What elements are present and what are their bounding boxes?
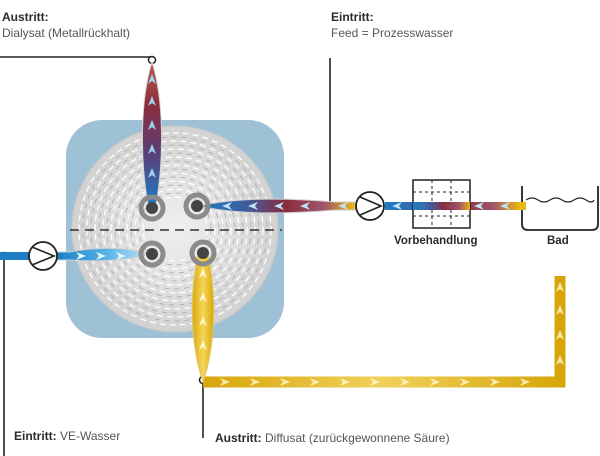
feed-inlet-text: Feed = Prozesswasser [331,26,454,40]
dialysis-module [66,120,284,338]
pretreatment-unit-icon [412,179,471,229]
ve-inlet-text: VE-Wasser [60,429,121,443]
diffusat-outlet-tube [191,254,215,384]
port-top-right [183,192,211,220]
membrane-rings-dark [82,136,268,322]
bath-tank-icon [521,186,599,231]
feed-inlet-label: Eintritt: Feed = Prozesswasser [331,9,453,41]
diffusat-outlet-label: Austritt: Diffusat (zurückgewonnene Säur… [215,430,450,446]
port-bottom-left [138,240,166,268]
bath-feed-stub [520,202,526,210]
dialysat-outlet-tube [141,60,163,206]
ve-inlet-title: Eintritt: [14,429,57,443]
diffusat-return-path [203,276,566,388]
bath-label: Bad [547,235,569,247]
port-top-left [138,194,166,222]
pretreatment-label: Vorbehandlung [394,235,478,247]
diffusat-outlet-title: Austritt: [215,431,262,445]
diffusat-outlet-text: Diffusat (zurückgewonnene Säure) [265,431,450,445]
dialysat-outlet-title: Austritt: [2,10,49,24]
membrane-coil [71,125,279,333]
ve-pump-icon [28,241,58,271]
membrane-rings [78,132,272,326]
module-ports [138,192,217,268]
port-bottom-right [189,239,217,267]
acid-return-arrows [220,282,564,386]
dialysat-leader-line [0,56,153,60]
dialysat-outlet-label: Austritt: Dialysat (Metallrückhalt) [2,9,130,41]
feed-inlet-title: Eintritt: [331,10,374,24]
ve-inlet-label: Eintritt: VE-Wasser [14,428,120,444]
dialysat-outlet-text: Dialysat (Metallrückhalt) [2,26,131,40]
feed-pump-icon [355,191,385,221]
